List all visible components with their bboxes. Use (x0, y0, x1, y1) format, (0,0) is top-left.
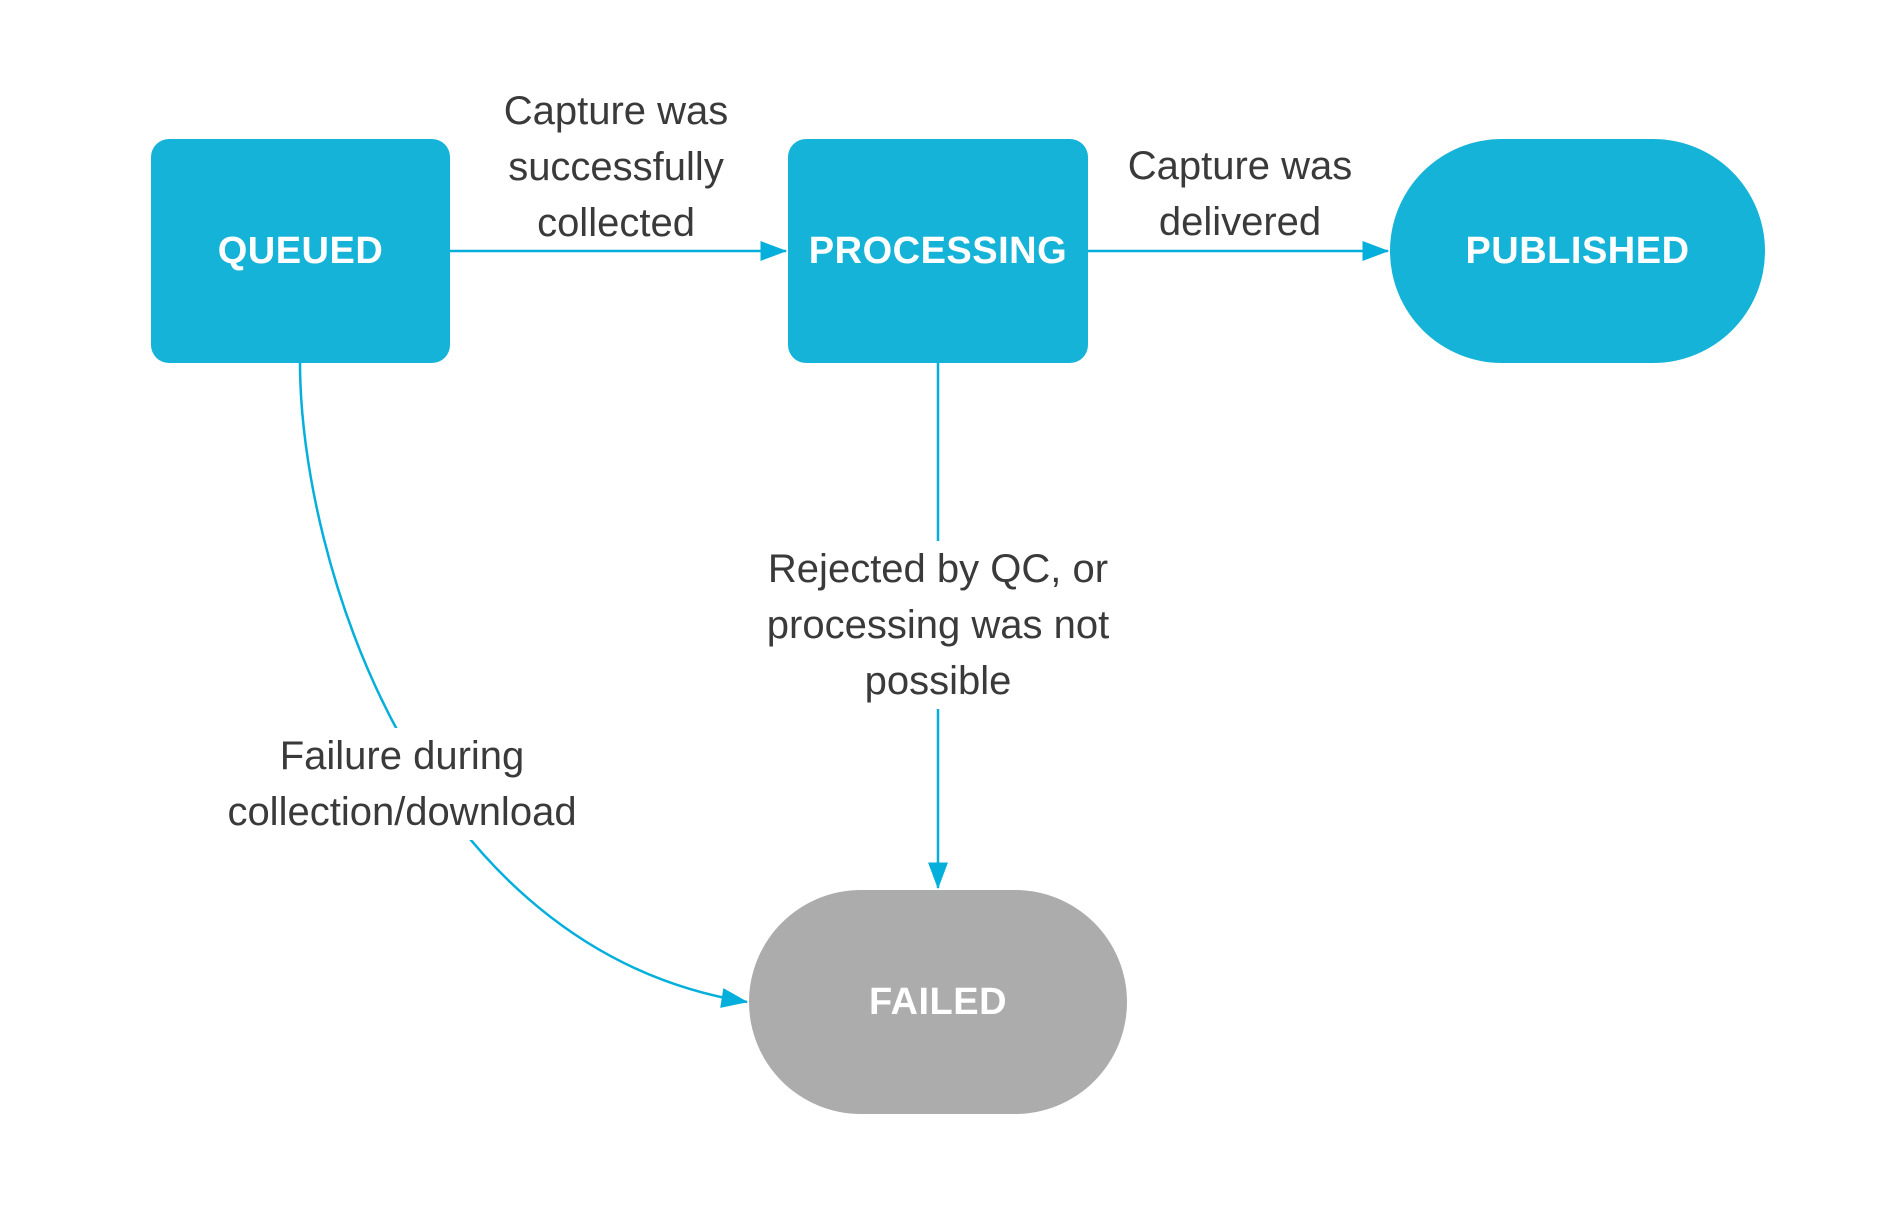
edge-label-failure-during-collection: Failure during collection/download (213, 728, 591, 840)
node-published: PUBLISHED (1390, 139, 1765, 363)
edge-label-capture-delivered: Capture was delivered (1127, 144, 1353, 244)
edge-label-capture-collected: Capture was successfully collected (503, 89, 729, 245)
edge-label-rejected-by-qc: Rejected by QC, or processing was not po… (752, 541, 1124, 709)
node-queued: QUEUED (151, 139, 450, 363)
edge-queued-to-failed (298, 362, 749, 1008)
node-processing: PROCESSING (788, 139, 1088, 363)
node-failed: FAILED (749, 890, 1127, 1114)
